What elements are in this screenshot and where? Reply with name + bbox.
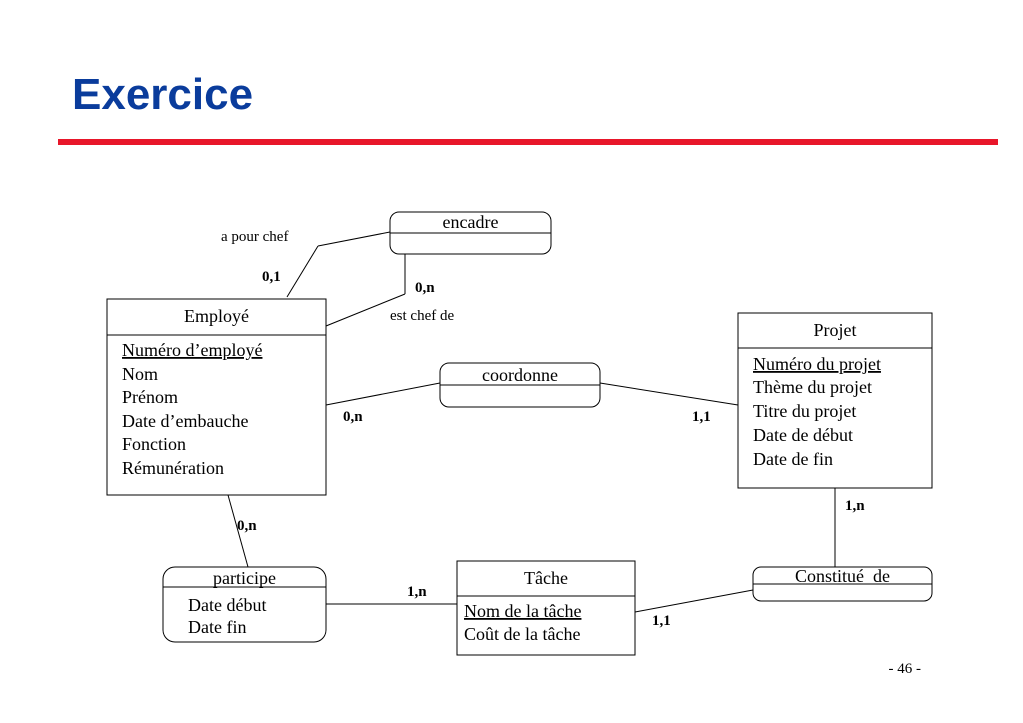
link-coordonne-employe [325, 382, 441, 406]
association-constitue-de-name: Constitué_de [795, 566, 890, 586]
cardinality-encadre-sub: 0,n [415, 280, 435, 296]
entity-employe-attr: Date d’embauche [122, 411, 248, 431]
entity-employe-attr: Rémunération [122, 458, 224, 478]
association-coordonne-name: coordonne [482, 365, 558, 385]
association-encadre: encadre [389, 211, 552, 255]
slide-title: Exercice [72, 70, 254, 119]
link-participe-employe [227, 494, 249, 568]
title-underline [58, 139, 998, 145]
association-coordonne: coordonne [439, 362, 601, 408]
cardinality-participe-tache: 1,n [407, 584, 427, 600]
link-encadre-chef-2 [317, 231, 391, 247]
entity-employe-attr: Nom [122, 364, 158, 384]
cardinality-coordonne-employe: 0,n [343, 409, 363, 425]
entity-projet-name: Projet [814, 320, 857, 340]
entity-tache-key: Nom de la tâche [464, 601, 581, 621]
association-participe-name: participe [213, 568, 276, 588]
cardinality-coordonne-projet: 1,1 [692, 409, 711, 425]
entity-employe-key: Numéro d’employé [122, 340, 262, 360]
association-constitue-de: Constitué_de [752, 566, 933, 602]
role-label-a-pour-chef: a pour chef [221, 229, 288, 245]
link-coordonne-projet [599, 382, 739, 406]
entity-projet-attr: Titre du projet [753, 401, 856, 421]
association-participe-attr: Date fin [188, 617, 246, 637]
link-encadre-sub-2 [325, 293, 406, 327]
cardinality-constitue-tache: 1,1 [652, 613, 671, 629]
entity-employe-attr: Fonction [122, 434, 186, 454]
page-number: - 46 - [889, 661, 922, 677]
entity-employe: Employé Numéro d’employé Nom Prénom Date… [106, 298, 327, 496]
link-encadre-chef [286, 245, 319, 298]
entity-projet-attr: Thème du projet [753, 377, 872, 397]
link-constitue-tache [634, 589, 754, 613]
association-participe-attr: Date début [188, 595, 266, 615]
entity-employe-attr: Prénom [122, 387, 178, 407]
entity-tache-attr: Coût de la tâche [464, 624, 580, 644]
role-label-est-chef-de: est chef de [390, 308, 454, 324]
association-encadre-name: encadre [443, 212, 499, 232]
entity-employe-name: Employé [184, 306, 249, 326]
entity-projet-key: Numéro du projet [753, 354, 881, 374]
cardinality-constitue-projet: 1,n [845, 498, 865, 514]
association-participe: participe Date début Date fin [162, 566, 327, 643]
entity-tache: Tâche Nom de la tâche Coût de la tâche [456, 560, 636, 656]
entity-projet-attr: Date de début [753, 425, 853, 445]
cardinality-participe-employe: 0,n [237, 518, 257, 534]
entity-projet-attr: Date de fin [753, 449, 833, 469]
cardinality-encadre-chef: 0,1 [262, 269, 281, 285]
entity-tache-name: Tâche [524, 568, 568, 588]
entity-projet: Projet Numéro du projet Thème du projet … [737, 312, 933, 489]
